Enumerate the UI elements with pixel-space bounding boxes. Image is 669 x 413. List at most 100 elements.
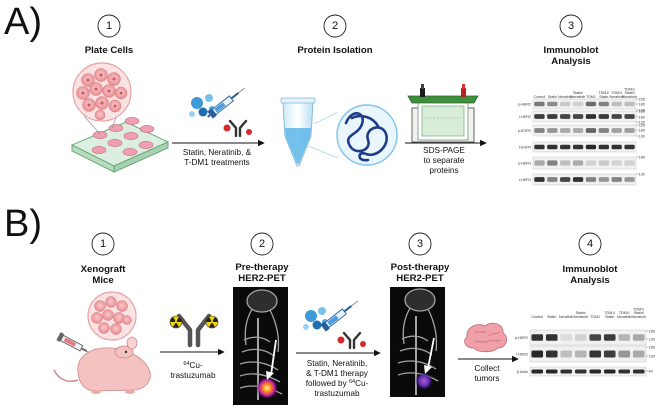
band (560, 350, 573, 358)
band (574, 334, 587, 341)
lane-label: Neratinib (558, 95, 572, 99)
band (611, 144, 622, 150)
band (572, 177, 584, 182)
band (531, 334, 544, 341)
band (534, 160, 545, 166)
step-number-circle (97, 14, 121, 38)
band (624, 160, 635, 166)
treatment-caption-line-1: Statin, Neratinib, & (183, 148, 252, 157)
blot-strip (532, 110, 637, 123)
mw-marker: 130 (649, 337, 655, 341)
lane-label-part: Neratinib (571, 95, 585, 99)
band (585, 144, 597, 150)
blot-strip (532, 141, 637, 153)
step-number: 2 (332, 20, 338, 32)
band (545, 369, 558, 374)
lane-label-part: Neratinib (632, 315, 646, 319)
row-label: p-HER2 (515, 336, 528, 340)
band (603, 350, 616, 358)
lane-label-part: Statin (547, 315, 556, 319)
lane-label-part: TDM1/ (611, 91, 622, 95)
lane-label-part: Statin/ (624, 91, 634, 95)
mw-marker: 180 (649, 345, 655, 349)
band (598, 101, 609, 107)
lane-label-part: Neratinib (574, 315, 588, 319)
lane-label-part: Neratinib (622, 95, 636, 99)
panel-b-step-4: 4 Immunoblot Analysis (563, 232, 618, 286)
isotope-superscript: 64 (183, 361, 189, 367)
lane-label: TDM1 (590, 315, 600, 319)
band (534, 114, 545, 119)
isotope-element: Cu- (189, 361, 202, 370)
band (624, 177, 635, 182)
band (632, 334, 645, 341)
band (560, 101, 571, 107)
lane-label-part: Statin (599, 95, 608, 99)
sds-caption-line-3: proteins (429, 166, 458, 175)
band (585, 160, 597, 166)
therapy-treatment-icon (303, 300, 366, 350)
step-number-circle (559, 14, 583, 38)
step-number-circle (250, 232, 274, 256)
lane-label-part: Statin (605, 315, 614, 319)
mw-marker: 235 (639, 109, 645, 113)
band (618, 334, 631, 341)
band (572, 160, 584, 166)
lane-label-part: TDM1/ (619, 311, 630, 315)
xenograft-mouse-icon (53, 291, 151, 394)
mw-marker: 235 (639, 97, 645, 101)
blot-strip (532, 156, 637, 170)
band (585, 128, 597, 133)
mw-marker: 180 (639, 102, 645, 106)
mw-marker: 235 (639, 123, 645, 127)
row-label: t-HER2 (516, 352, 528, 356)
step-title-line-1: Pre-therapy (235, 262, 289, 273)
therapy-caption-line-4: trastuzumab (314, 389, 359, 398)
step-number: 4 (587, 238, 593, 250)
band (574, 369, 587, 374)
mw-marker: 130 (639, 134, 645, 138)
row-label: t-HER3 (519, 178, 531, 182)
mw-marker: 130 (639, 172, 645, 176)
step-number-circle (408, 232, 432, 256)
band (624, 128, 635, 133)
band (545, 350, 558, 358)
band (547, 101, 558, 107)
band (547, 177, 558, 182)
band (560, 177, 571, 182)
band (545, 334, 558, 341)
band (572, 128, 584, 133)
blot-strip (532, 124, 637, 137)
treatment-caption-line-2: T-DM1 treatments (184, 158, 250, 167)
therapy-caption-line-3: followed by 64Cu- (306, 379, 369, 388)
lane-label: Neratinib (559, 315, 573, 319)
lane-label: TDM1 (586, 95, 596, 99)
lane-label-part: Control (534, 95, 546, 99)
blot-strip (529, 345, 647, 363)
lane-label: Control (531, 315, 543, 319)
panel-b-step-2: 2 Pre-therapy HER2-PET (235, 232, 289, 284)
step-title: Plate Cells (85, 45, 134, 56)
band (547, 160, 558, 166)
step-title-line-2: HER2-PET (238, 273, 286, 284)
lane-label: TDM1/Statin (598, 91, 609, 99)
band (547, 128, 558, 133)
lane-label-part: Neratinib (609, 95, 623, 99)
sds-caption-line-2: to separate (424, 156, 465, 165)
lane-label-part: Statin/ (573, 91, 583, 95)
step-number-circle (91, 232, 115, 256)
band (534, 177, 545, 182)
row-label: p-HER3 (518, 161, 531, 165)
mw-marker: 130 (639, 108, 645, 112)
band (547, 144, 558, 150)
band (611, 177, 622, 182)
blot-strip (529, 329, 647, 346)
band (611, 128, 622, 133)
band (589, 334, 602, 341)
band (598, 177, 609, 182)
band (534, 144, 545, 150)
collect-caption-line-2: tumors (474, 374, 499, 383)
band (574, 350, 587, 358)
band (560, 369, 573, 374)
